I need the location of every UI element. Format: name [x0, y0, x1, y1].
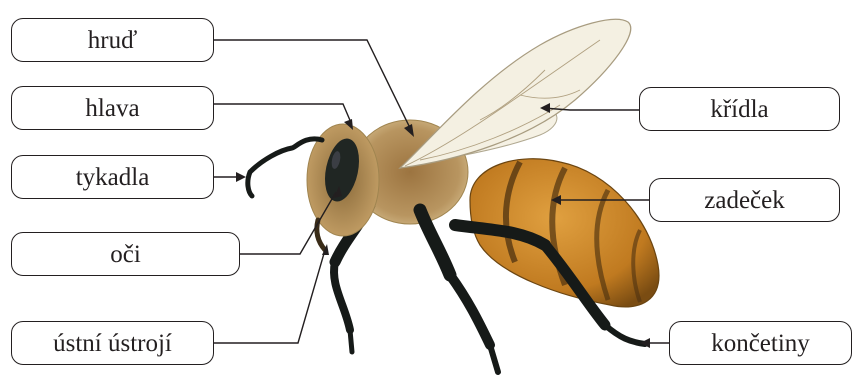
- label-wings: křídla: [639, 87, 840, 131]
- front-wing: [400, 19, 631, 168]
- label-head-text: hlava: [85, 96, 139, 121]
- label-antennae: tykadla: [11, 155, 214, 199]
- label-mouthparts-text: ústní ústrojí: [53, 331, 172, 356]
- label-abdomen: zadeček: [649, 178, 840, 222]
- label-abdomen-text: zadeček: [704, 188, 784, 213]
- label-eyes-text: oči: [110, 242, 141, 267]
- label-mouthparts: ústní ústrojí: [11, 321, 214, 365]
- label-thorax-text: hruď: [88, 28, 138, 53]
- label-wings-text: křídla: [710, 97, 768, 122]
- label-head: hlava: [11, 86, 214, 130]
- label-legs: končetiny: [669, 321, 852, 365]
- label-legs-text: končetiny: [711, 331, 810, 356]
- label-antennae-text: tykadla: [76, 165, 150, 190]
- label-thorax: hruď: [11, 18, 214, 62]
- label-eyes: oči: [11, 232, 240, 276]
